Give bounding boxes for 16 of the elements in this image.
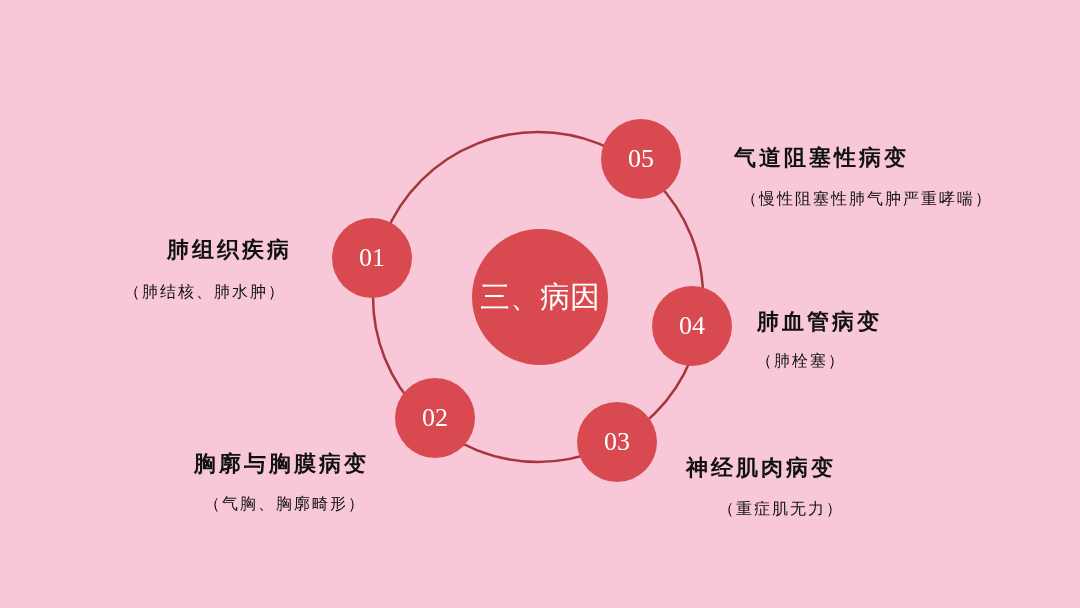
cause-heading: 肺血管病变 — [756, 307, 882, 336]
center-title: 三、病因 — [479, 277, 601, 316]
cause-heading: 肺组织疾病 — [166, 235, 292, 264]
number-label: 03 — [603, 427, 631, 457]
cause-heading: 气道阻塞性病变 — [733, 143, 909, 172]
cause-heading: 胸廓与胸膜病变 — [193, 449, 369, 478]
number-label: 05 — [627, 144, 655, 174]
number-label: 01 — [358, 243, 386, 273]
example-note: （慢性阻塞性肺气肿严重哮喘） — [741, 188, 993, 210]
example-note: （肺结核、肺水肿） — [124, 281, 286, 303]
example-note: （重症肌无力） — [718, 498, 844, 520]
example-note: （肺栓塞） — [756, 350, 846, 372]
number-label: 04 — [678, 311, 706, 341]
number-label: 02 — [421, 403, 449, 433]
example-note: （气胸、胸廓畸形） — [204, 493, 366, 515]
cause-heading: 神经肌肉病变 — [686, 453, 836, 482]
